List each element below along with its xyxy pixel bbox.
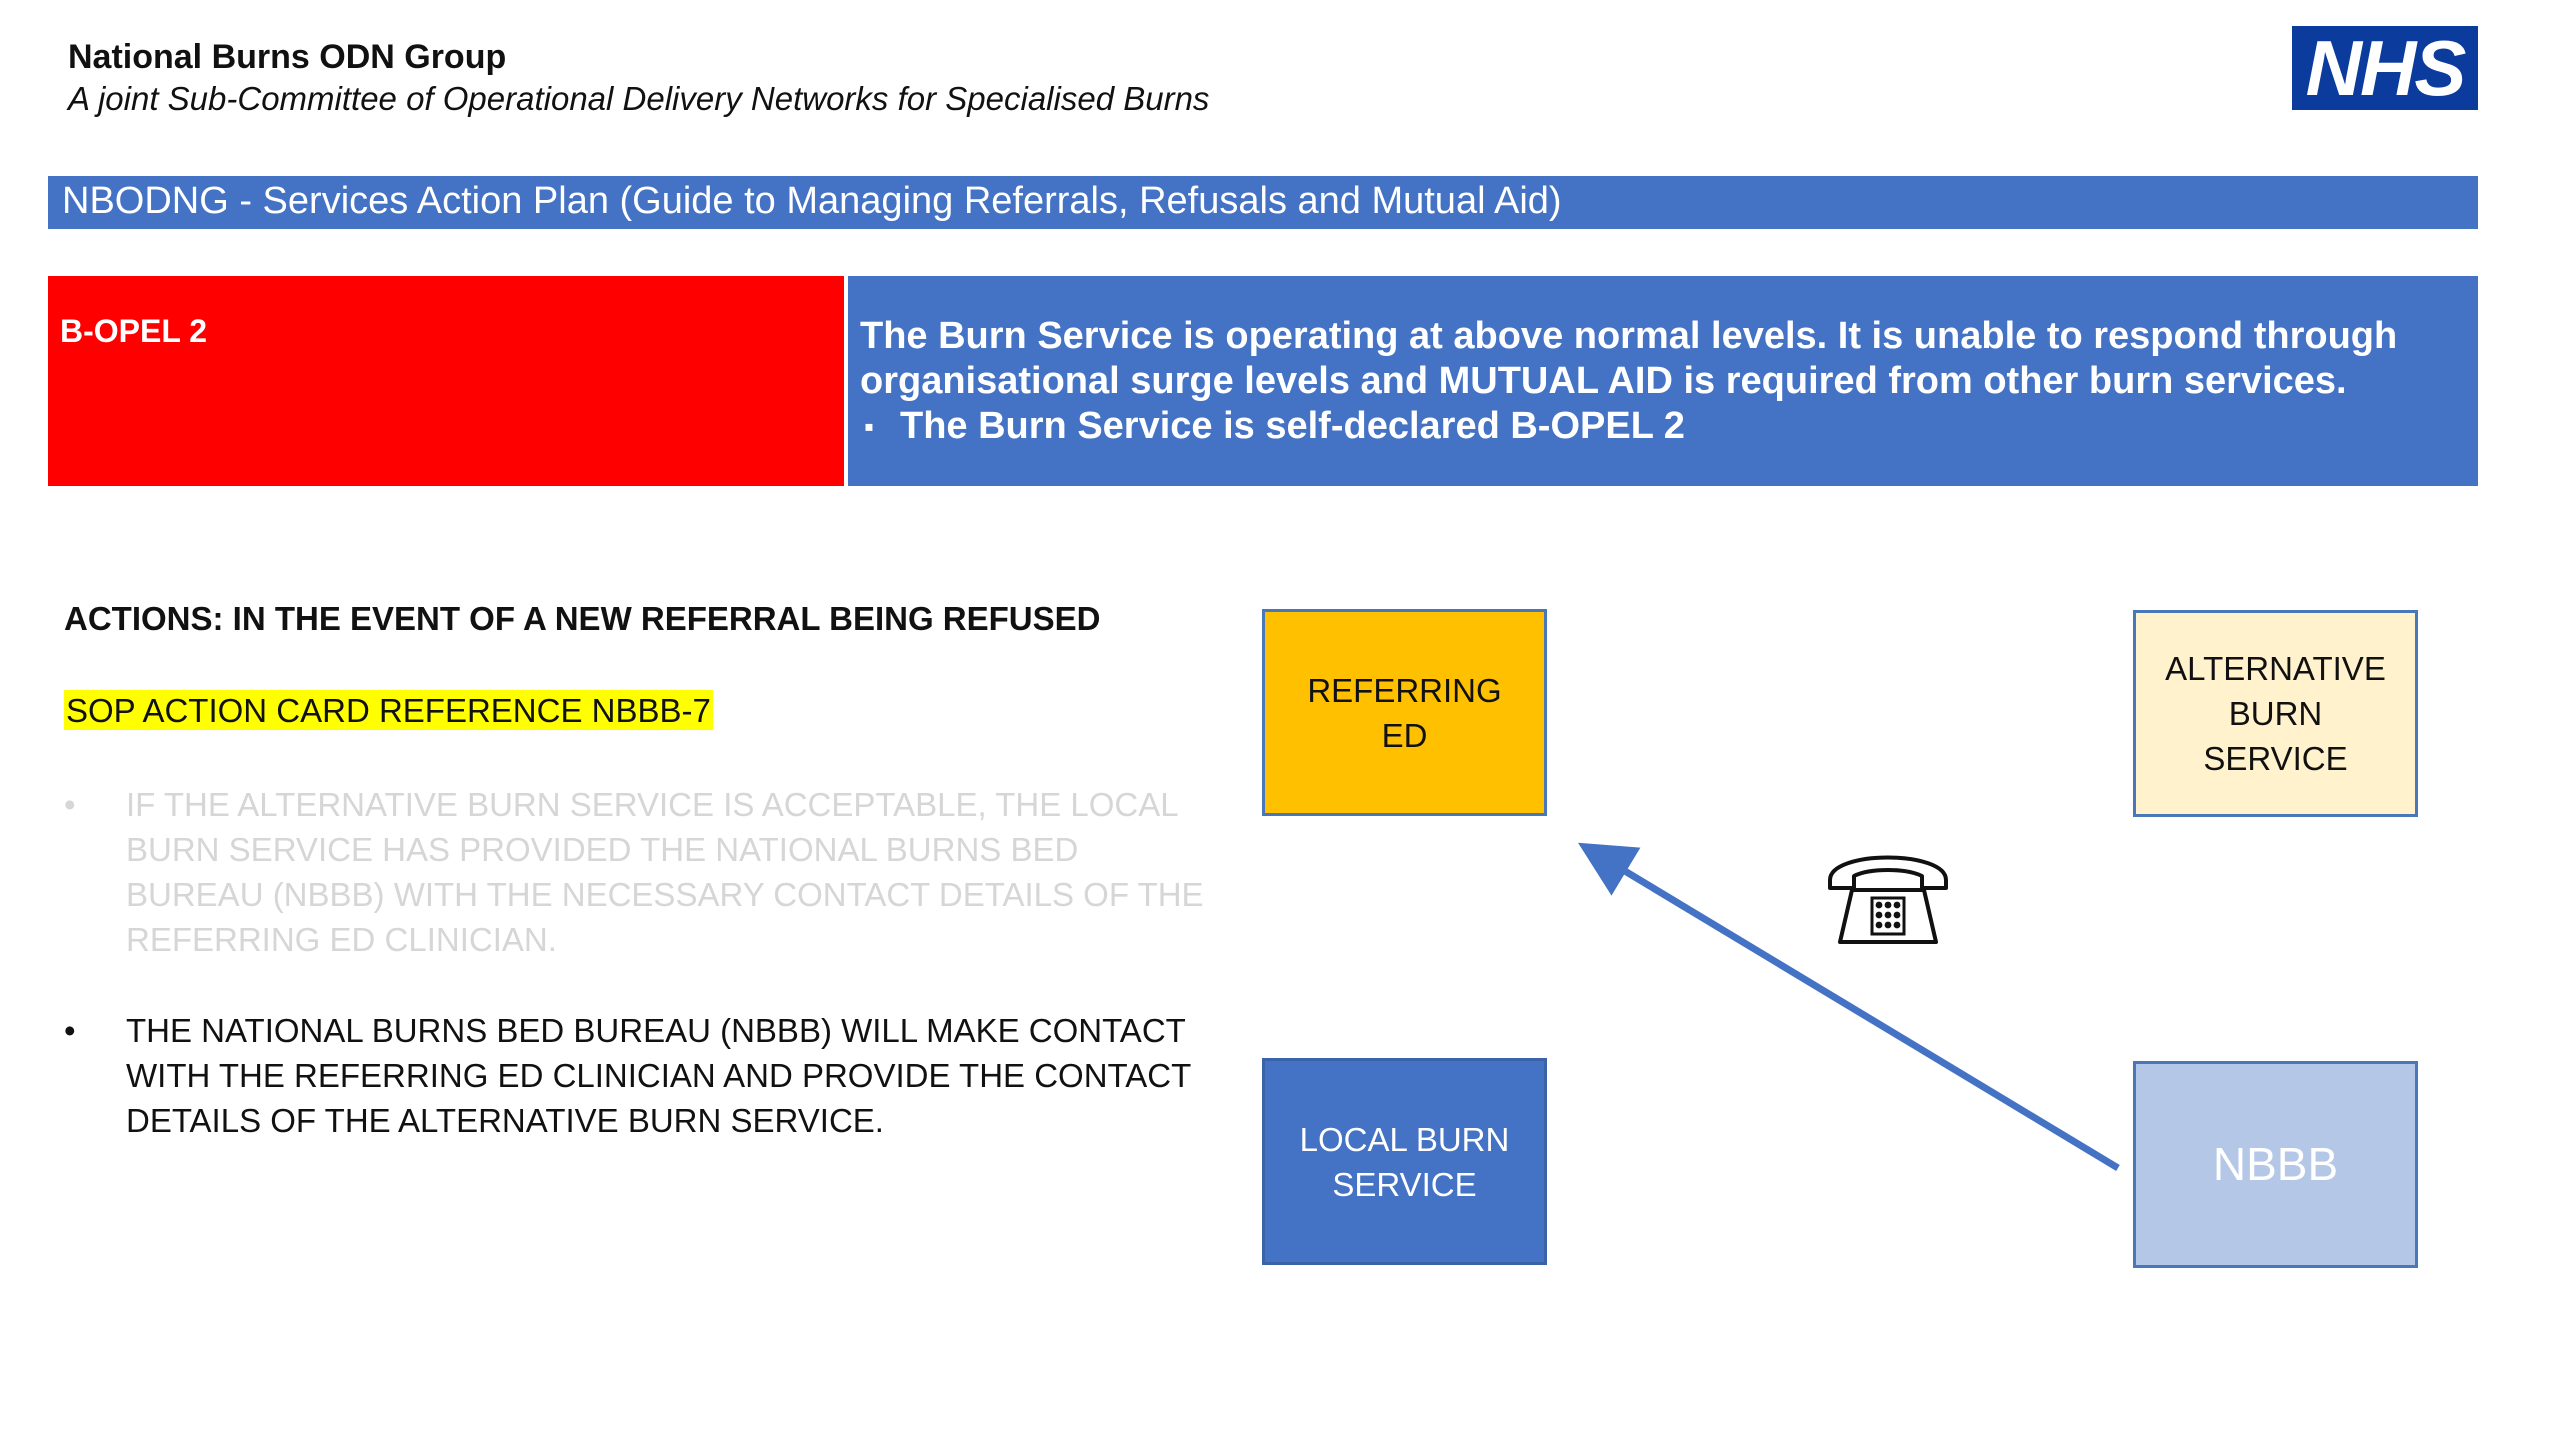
status-bullet-text: The Burn Service is self-declared B-OPEL… bbox=[900, 405, 1685, 447]
org-name: National Burns ODN Group bbox=[68, 38, 507, 76]
node-label-line: SERVICE bbox=[1332, 1165, 1477, 1203]
node-label: NBBB bbox=[2212, 1138, 2339, 1190]
alternative-burn-service-node: ALTERNATIVE BURN SERVICE bbox=[2133, 610, 2418, 817]
status-description-box: The Burn Service is operating at above n… bbox=[848, 276, 2478, 486]
action-bullet-text: IF THE ALTERNATIVE BURN SERVICE IS ACCEP… bbox=[126, 786, 1204, 958]
action-bullet-current: • THE NATIONAL BURNS BED BUREAU (NBBB) W… bbox=[64, 1008, 1204, 1143]
status-description: The Burn Service is operating at above n… bbox=[860, 315, 2398, 402]
local-burn-service-node: LOCAL BURN SERVICE bbox=[1262, 1058, 1547, 1265]
telephone-icon bbox=[1828, 855, 1948, 944]
node-label-line: SERVICE bbox=[2203, 740, 2348, 777]
actions-heading: ACTIONS: IN THE EVENT OF A NEW REFERRAL … bbox=[64, 600, 1101, 637]
org-subtitle: A joint Sub-Committee of Operational Del… bbox=[68, 80, 1210, 117]
nhs-logo-text: NHS bbox=[2305, 24, 2467, 112]
node-label-line: REFERRING bbox=[1307, 671, 1502, 709]
action-bullet-faded: • IF THE ALTERNATIVE BURN SERVICE IS ACC… bbox=[64, 782, 1204, 962]
bullet-dot-icon: • bbox=[64, 1012, 76, 1049]
nbbb-node: NBBB bbox=[2133, 1061, 2418, 1268]
node-label-line: BURN bbox=[2228, 695, 2323, 732]
page-title: NBODNG - Services Action Plan (Guide to … bbox=[48, 176, 2478, 229]
node-label-line: ALTERNATIVE bbox=[2165, 650, 2386, 687]
node-label-line: ED bbox=[1381, 716, 1428, 754]
bullet-dot-icon: • bbox=[64, 786, 76, 823]
square-bullet-icon: ▪ bbox=[864, 411, 874, 442]
action-bullet-text: THE NATIONAL BURNS BED BUREAU (NBBB) WIL… bbox=[126, 1012, 1191, 1139]
referring-ed-node: REFERRING ED bbox=[1262, 609, 1547, 816]
opel-level-badge: B-OPEL 2 bbox=[48, 276, 844, 486]
sop-reference-highlight: SOP ACTION CARD REFERENCE NBBB-7 bbox=[64, 690, 713, 730]
nhs-logo: NHS bbox=[2292, 26, 2478, 110]
node-label-line: LOCAL BURN bbox=[1299, 1120, 1510, 1158]
status-bullet: ▪ The Burn Service is self-declared B-OP… bbox=[860, 404, 2458, 449]
